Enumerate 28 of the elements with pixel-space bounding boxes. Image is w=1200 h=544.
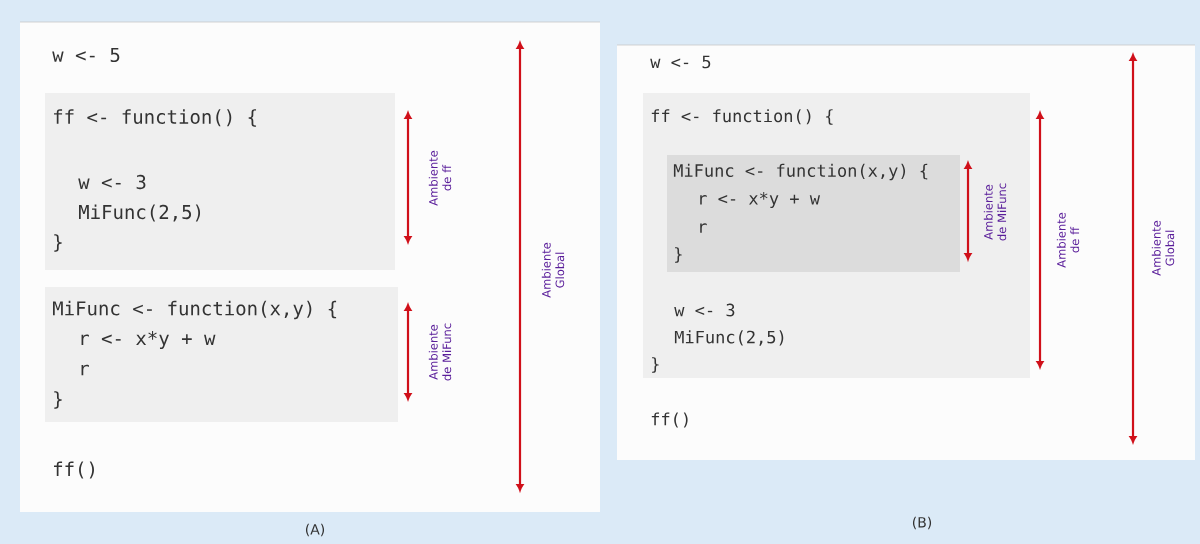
code-line: } xyxy=(652,357,659,373)
environment-label: Ambiente de ff xyxy=(1056,212,1080,268)
environment-label: Ambiente de ff xyxy=(428,150,452,206)
code-line: MiFunc(2,5) xyxy=(674,330,784,346)
code-line: w <- 3 xyxy=(674,303,735,317)
code-line: w <- 5 xyxy=(650,55,711,69)
environment-label: Ambiente Global xyxy=(1151,220,1175,276)
environment-label: Ambiente Global xyxy=(541,242,565,298)
code-line: ff <- function() { xyxy=(651,109,833,125)
code-line: w <- 5 xyxy=(52,47,120,63)
environment-label: Ambiente de MiFunc xyxy=(983,183,1007,241)
code-line: } xyxy=(675,247,682,263)
code-line: r <- x*y + w xyxy=(81,331,216,350)
code-line: } xyxy=(54,391,62,409)
code-line: r xyxy=(81,364,89,376)
panel-caption: (B) xyxy=(912,516,932,530)
code-line: MiFunc <- function(x,y) { xyxy=(673,163,928,181)
code-line: } xyxy=(54,234,62,252)
code-line: ff() xyxy=(54,461,94,479)
code-line: r xyxy=(700,223,707,233)
code-line: ff <- function() { xyxy=(54,109,257,127)
code-line: r <- x*y + w xyxy=(700,191,820,209)
code-line: w <- 3 xyxy=(78,174,146,190)
environment-label: Ambiente de MiFunc xyxy=(428,323,452,381)
code-line: MiFunc(2,5) xyxy=(79,204,201,222)
panel-caption: (A) xyxy=(305,523,325,537)
code-line: MiFunc <- function(x,y) { xyxy=(53,300,337,320)
code-line: ff() xyxy=(651,412,688,428)
